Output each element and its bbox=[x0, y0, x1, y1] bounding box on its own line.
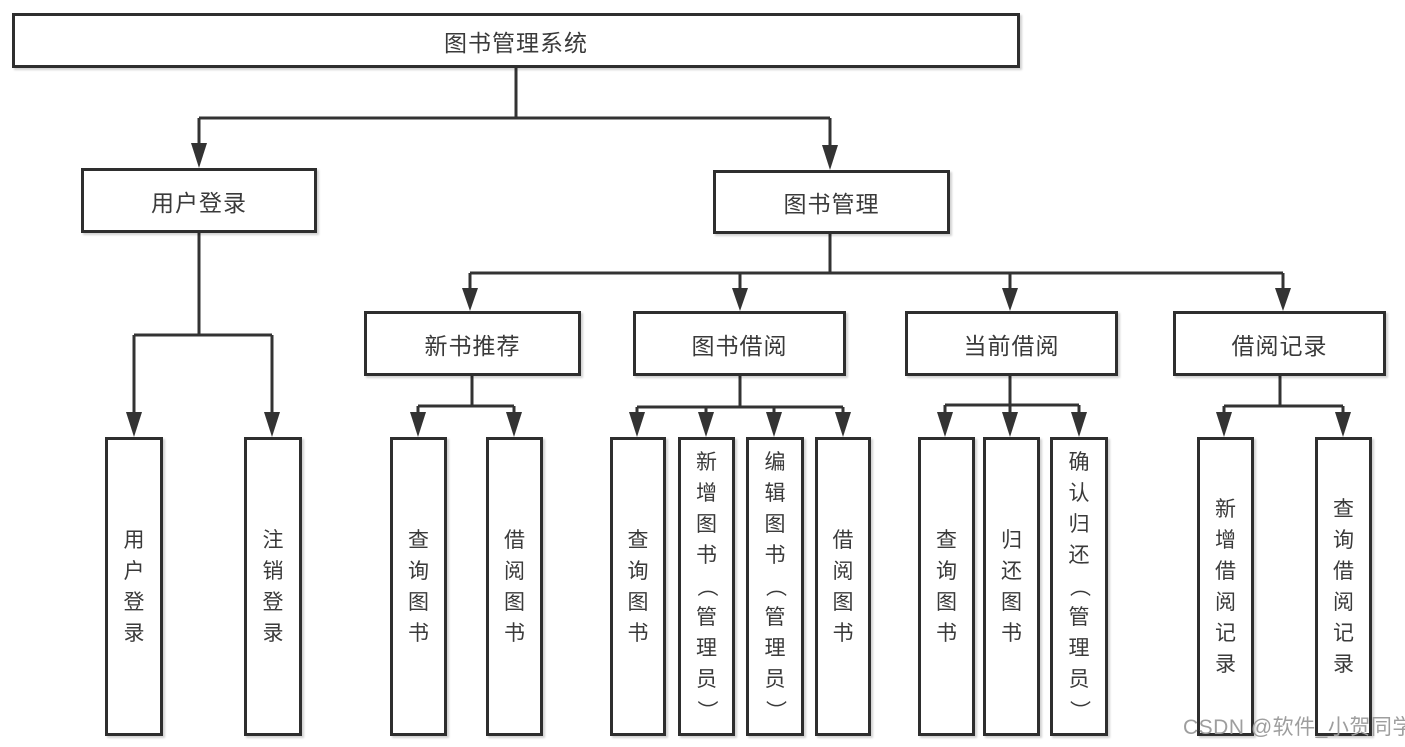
leaf-current-confirm-return-admin: 确认归还（管理员） bbox=[1050, 437, 1108, 736]
node-book-management: 图书管理 bbox=[713, 170, 950, 234]
leaf-current-return-books: 归还图书 bbox=[983, 437, 1040, 736]
leaf-borrow-borrow-books: 借阅图书 bbox=[815, 437, 871, 736]
leaf-records-query-record: 查询借阅记录 bbox=[1315, 437, 1372, 736]
leaf-borrow-edit-books-admin: 编辑图书（管理员） bbox=[746, 437, 804, 736]
leaf-records-add-record: 新增借阅记录 bbox=[1197, 437, 1254, 736]
leaf-current-query-books: 查询图书 bbox=[918, 437, 975, 736]
leaf-logout: 注销登录 bbox=[244, 437, 302, 736]
node-new-book-recommend: 新书推荐 bbox=[364, 311, 581, 376]
node-user-login: 用户登录 bbox=[81, 168, 317, 233]
leaf-newbook-borrow-books: 借阅图书 bbox=[486, 437, 543, 736]
node-book-borrow: 图书借阅 bbox=[633, 311, 846, 376]
node-current-borrow: 当前借阅 bbox=[905, 311, 1118, 376]
leaf-borrow-add-books-admin: 新增图书（管理员） bbox=[678, 437, 735, 736]
node-borrow-records: 借阅记录 bbox=[1173, 311, 1386, 376]
leaf-user-login: 用户登录 bbox=[105, 437, 163, 736]
leaf-newbook-query-books: 查询图书 bbox=[390, 437, 447, 736]
node-root-system: 图书管理系统 bbox=[12, 13, 1020, 68]
leaf-borrow-query-books: 查询图书 bbox=[610, 437, 666, 736]
watermark: CSDN @软件_小贺同学 bbox=[1183, 716, 1405, 739]
